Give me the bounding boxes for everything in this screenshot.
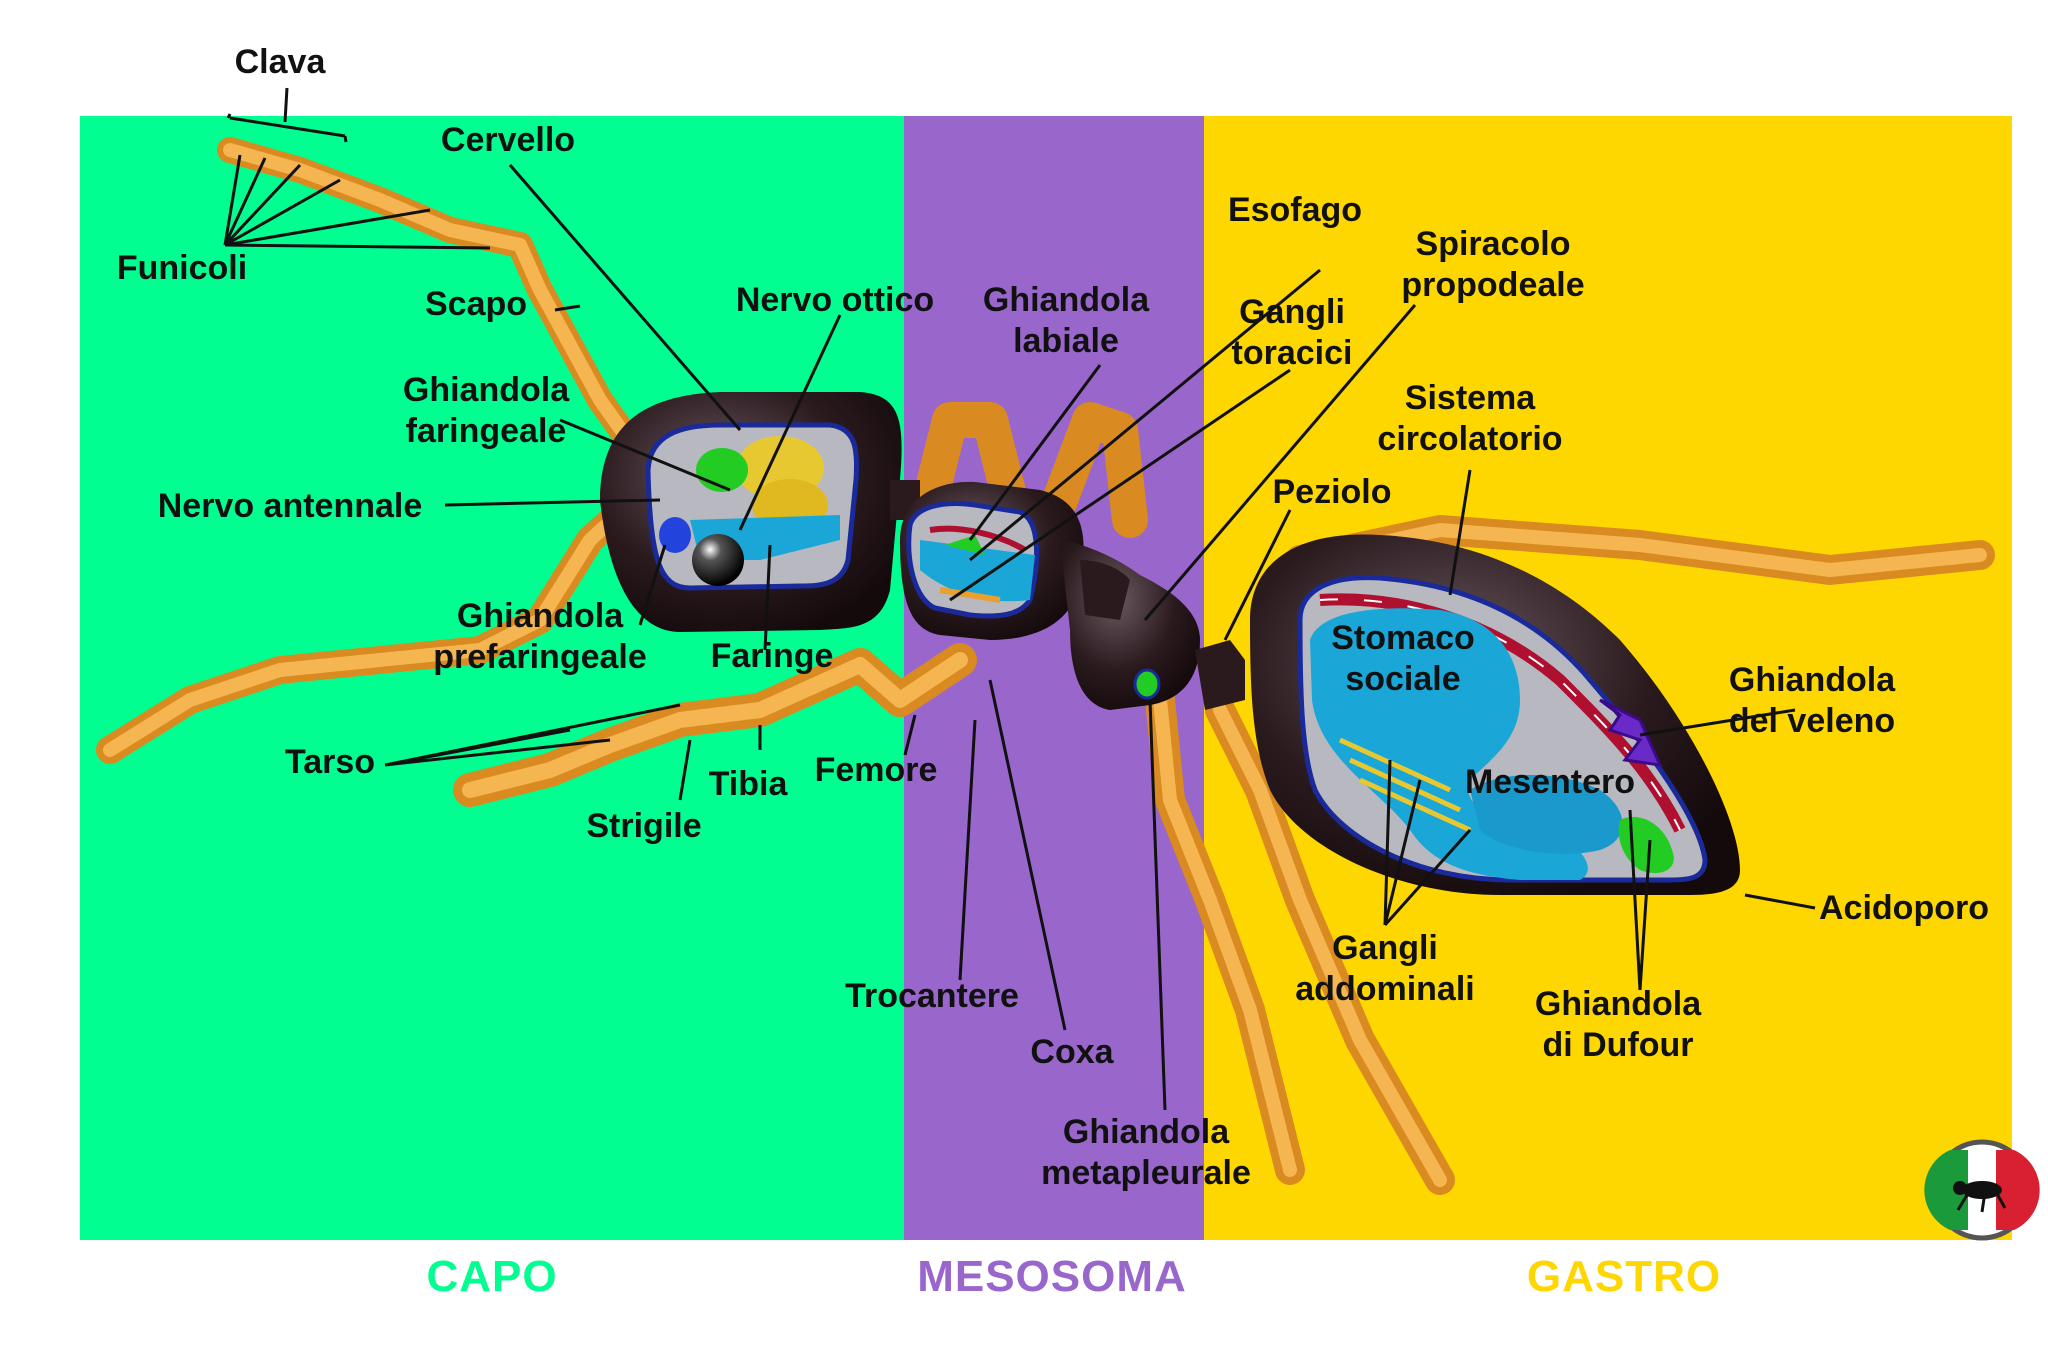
label-strigile: Strigile: [586, 807, 702, 845]
metapleural-gland: [1133, 668, 1161, 700]
label-tibia: Tibia: [708, 765, 788, 803]
label-trocantere: Trocantere: [845, 977, 1019, 1015]
legs: [96, 137, 1995, 1195]
ant-body: [600, 392, 1740, 895]
venom-gland: [1599, 698, 1663, 767]
label-scapo: Scapo: [424, 285, 528, 323]
label-nervo-ottico: Nervo ottico: [735, 281, 935, 319]
italian-flag-ant-logo: [1924, 1139, 2040, 1241]
label-clava: Clava: [234, 43, 326, 81]
social-stomach: [1310, 608, 1588, 880]
label-mesentero: Mesentero: [1464, 763, 1636, 801]
label-faringe: Faringe: [710, 637, 834, 675]
label-femore: Femore: [814, 751, 938, 789]
section-title-gastro: GASTRO: [1526, 1252, 1722, 1301]
label-peziolo: Peziolo: [1272, 473, 1392, 511]
label-cervello: Cervello: [440, 121, 576, 159]
label-tarso: Tarso: [284, 743, 376, 781]
section-title-mesosoma: MESOSOMA: [917, 1252, 1187, 1301]
section-title-capo: CAPO: [426, 1252, 558, 1301]
label-esofago: Esofago: [1227, 191, 1363, 229]
eye: [692, 534, 744, 586]
petiole: [1195, 640, 1245, 710]
label-funicoli: Funicoli: [116, 249, 248, 287]
leader-lines: [223, 87, 1816, 1111]
label-coxa: Coxa: [1030, 1033, 1114, 1071]
label-nervo-antennale: Nervo antennale: [157, 487, 423, 525]
label-acidoporo: Acidoporo: [1819, 889, 1989, 927]
